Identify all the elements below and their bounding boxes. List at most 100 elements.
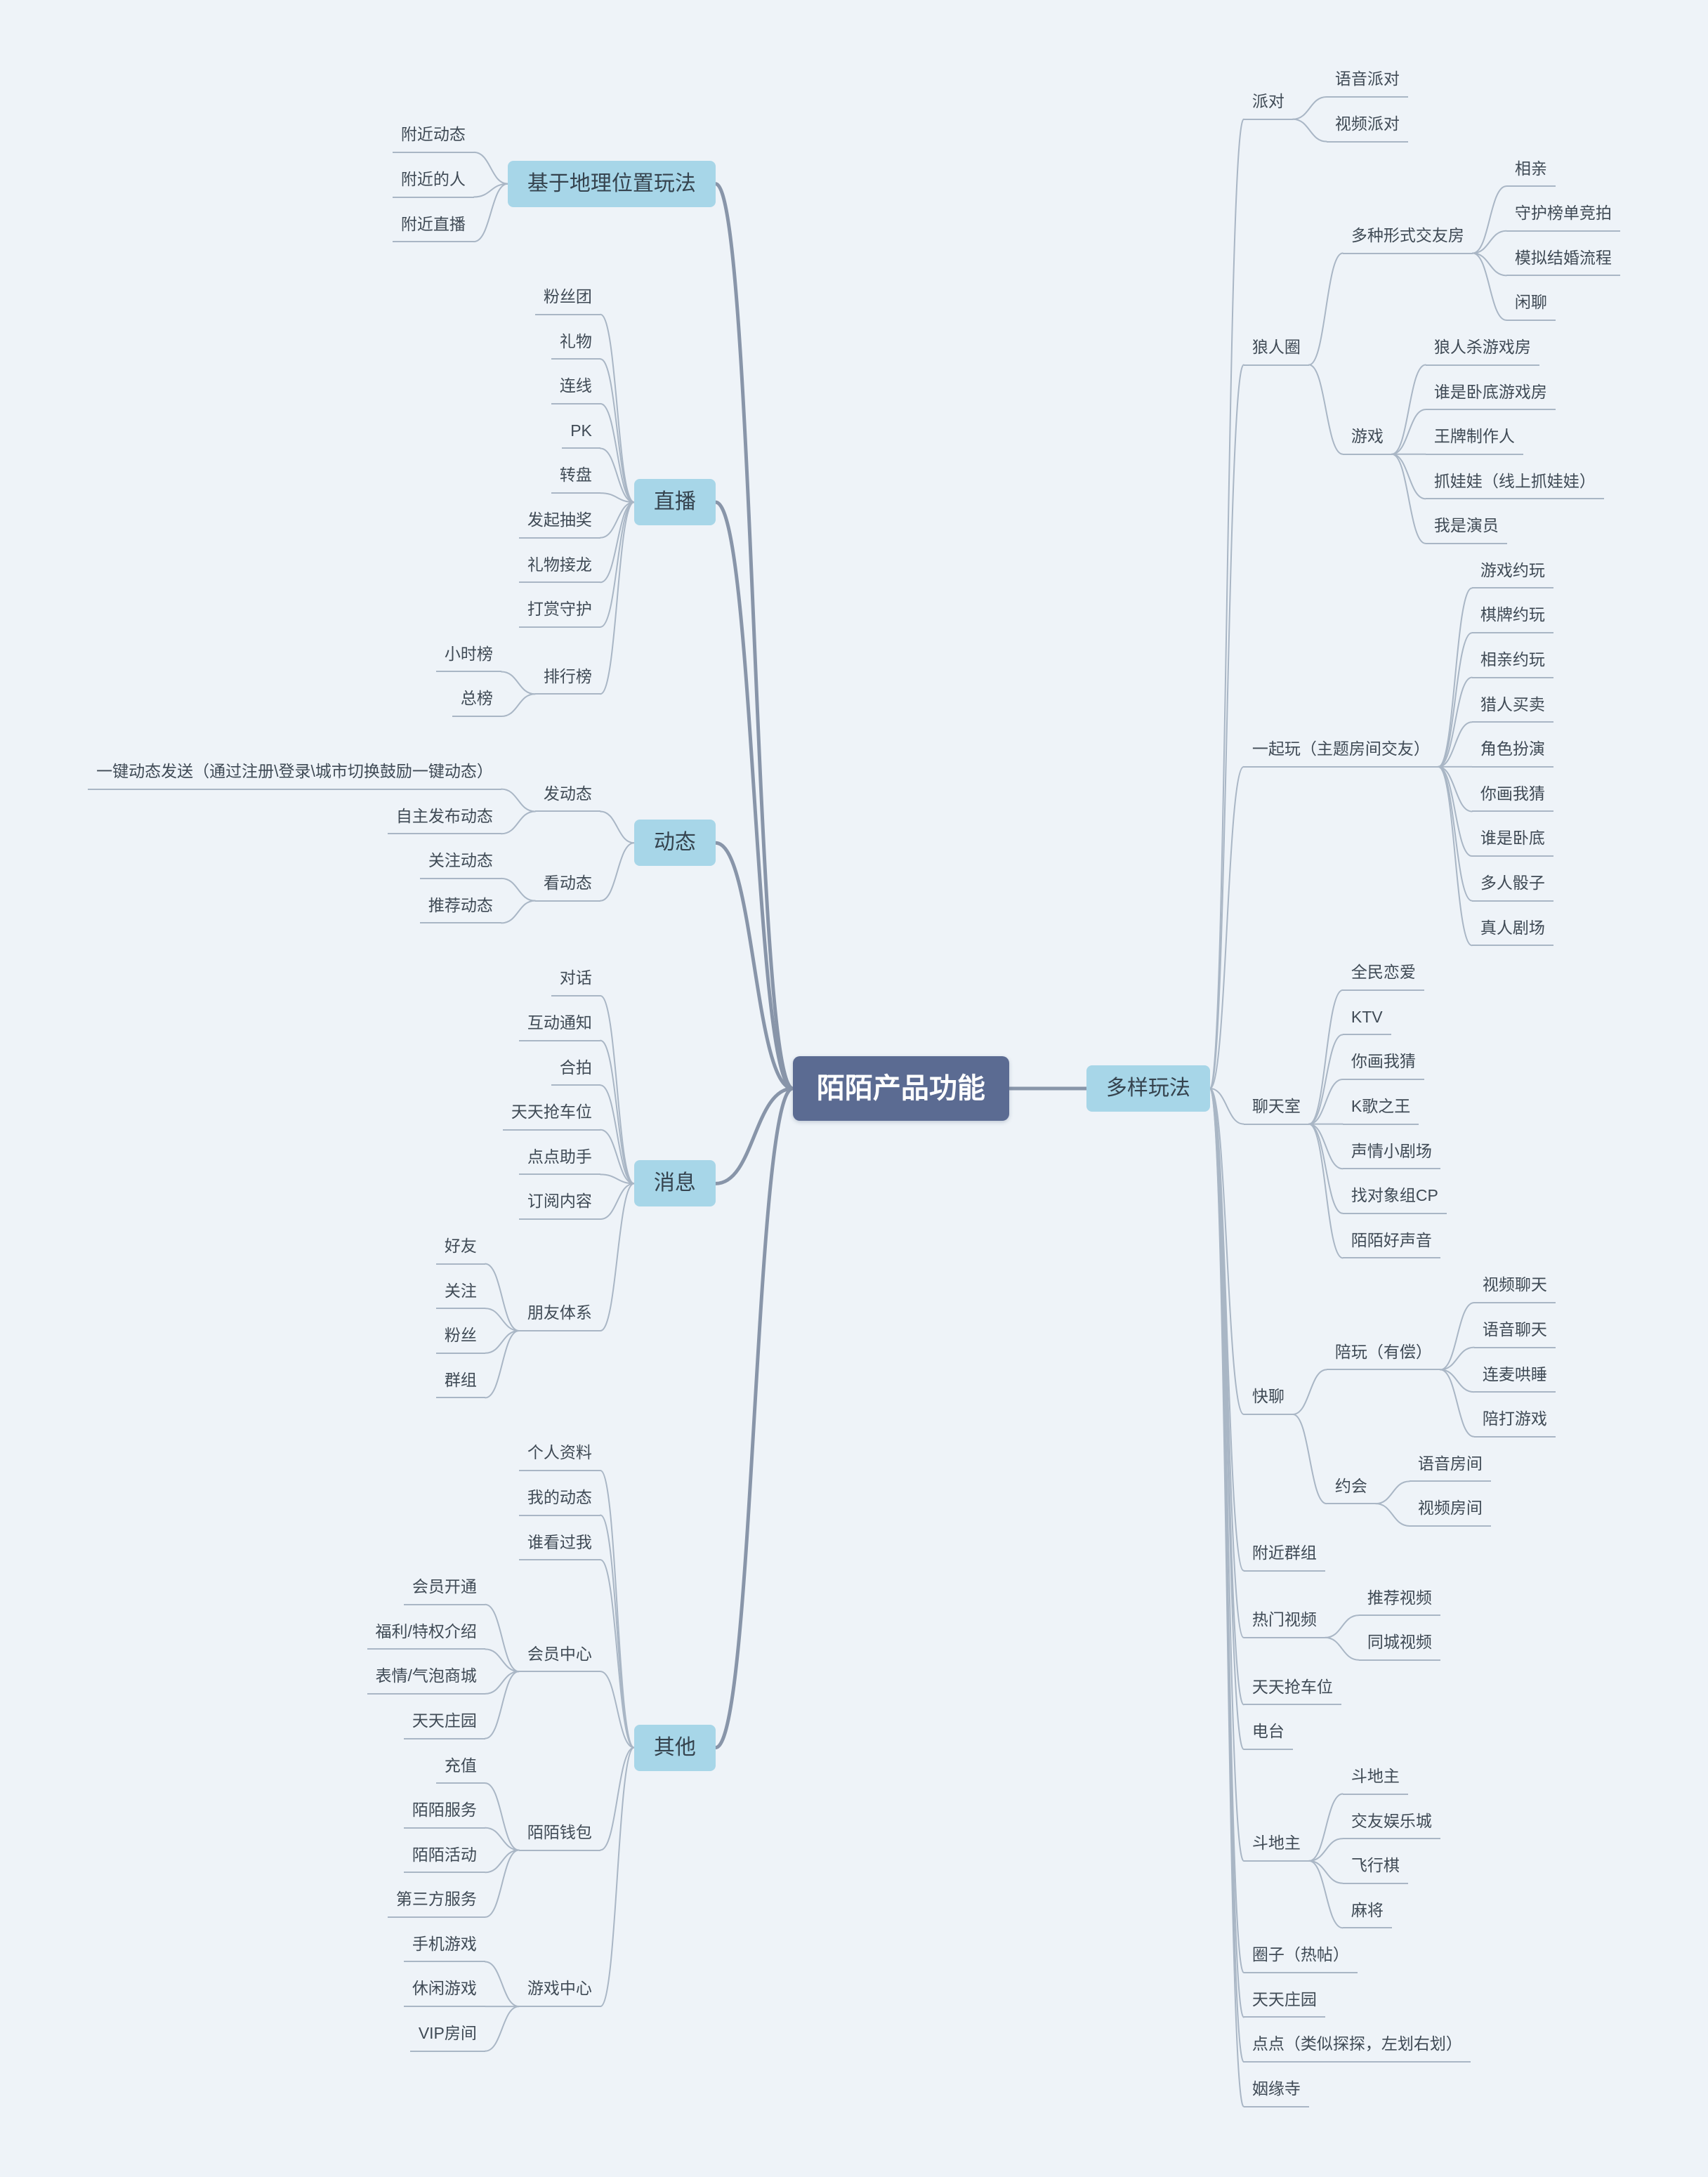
- subtopic[interactable]: 粉丝: [435, 1326, 485, 1354]
- subtopic[interactable]: 多人骰子: [1471, 874, 1553, 902]
- subtopic[interactable]: 附近直播: [392, 215, 474, 243]
- subtopic[interactable]: 相亲: [1506, 159, 1556, 188]
- subtopic[interactable]: 斗地主: [1342, 1767, 1408, 1795]
- subtopic[interactable]: 全民恋爱: [1342, 963, 1424, 991]
- subtopic[interactable]: 看动态: [534, 874, 600, 902]
- subtopic[interactable]: 同城视频: [1358, 1633, 1440, 1661]
- subtopic[interactable]: 视频聊天: [1473, 1275, 1556, 1303]
- subtopic[interactable]: 多种形式交友房: [1342, 226, 1473, 254]
- branch-topic[interactable]: 基于地理位置玩法: [507, 160, 716, 207]
- subtopic[interactable]: 约会: [1326, 1477, 1376, 1505]
- subtopic[interactable]: 声情小剧场: [1342, 1142, 1440, 1170]
- subtopic[interactable]: 总榜: [452, 689, 501, 718]
- subtopic[interactable]: 视频房间: [1409, 1499, 1491, 1527]
- subtopic[interactable]: 交友娱乐城: [1342, 1812, 1440, 1840]
- subtopic[interactable]: 语音房间: [1409, 1454, 1491, 1482]
- subtopic[interactable]: 棋牌约玩: [1471, 605, 1553, 634]
- subtopic[interactable]: 第三方服务: [387, 1890, 485, 1918]
- subtopic[interactable]: 充值: [435, 1756, 485, 1784]
- subtopic[interactable]: KTV: [1342, 1008, 1391, 1036]
- subtopic[interactable]: 福利/特权介绍: [367, 1622, 485, 1650]
- subtopic[interactable]: 飞行棋: [1342, 1856, 1408, 1884]
- subtopic[interactable]: 对话: [551, 968, 600, 997]
- subtopic[interactable]: 自主发布动态: [387, 807, 501, 835]
- subtopic[interactable]: 发动态: [534, 784, 600, 813]
- subtopic[interactable]: PK: [562, 421, 600, 449]
- subtopic[interactable]: 点点助手: [518, 1147, 600, 1176]
- subtopic[interactable]: 游戏: [1342, 427, 1392, 455]
- central-topic[interactable]: 陌陌产品功能: [792, 1056, 1009, 1121]
- subtopic[interactable]: 转盘: [551, 466, 600, 494]
- subtopic[interactable]: 王牌制作人: [1425, 427, 1523, 455]
- subtopic[interactable]: 表情/气泡商城: [367, 1666, 485, 1695]
- branch-topic[interactable]: 其他: [633, 1724, 716, 1771]
- subtopic[interactable]: 陌陌服务: [403, 1801, 485, 1829]
- subtopic[interactable]: 模拟结婚流程: [1506, 249, 1620, 277]
- subtopic[interactable]: 快聊: [1243, 1387, 1293, 1415]
- subtopic[interactable]: 连麦哄睡: [1473, 1365, 1556, 1393]
- subtopic[interactable]: K歌之王: [1342, 1097, 1419, 1125]
- subtopic[interactable]: 聊天室: [1243, 1097, 1309, 1125]
- subtopic[interactable]: 真人剧场: [1471, 919, 1553, 947]
- subtopic[interactable]: VIP房间: [409, 2024, 485, 2052]
- subtopic[interactable]: 点点（类似探探，左划右划）: [1243, 2034, 1471, 2063]
- subtopic[interactable]: 陌陌活动: [403, 1846, 485, 1874]
- subtopic[interactable]: 狼人圈: [1243, 338, 1309, 366]
- subtopic[interactable]: 个人资料: [518, 1443, 600, 1471]
- subtopic[interactable]: 发起抽奖: [518, 511, 600, 539]
- subtopic[interactable]: 打赏守护: [518, 600, 600, 628]
- subtopic[interactable]: 订阅内容: [518, 1192, 600, 1220]
- subtopic[interactable]: 陪打游戏: [1473, 1409, 1556, 1438]
- subtopic[interactable]: 斗地主: [1243, 1834, 1309, 1862]
- subtopic[interactable]: 闲聊: [1506, 293, 1556, 321]
- subtopic[interactable]: 会员中心: [518, 1645, 600, 1673]
- subtopic[interactable]: 视频派对: [1326, 114, 1408, 143]
- subtopic[interactable]: 互动通知: [518, 1013, 600, 1041]
- subtopic[interactable]: 附近动态: [392, 125, 474, 153]
- subtopic[interactable]: 谁看过我: [518, 1533, 600, 1561]
- subtopic[interactable]: 我是演员: [1425, 516, 1507, 544]
- subtopic[interactable]: 抓娃娃（线上抓娃娃）: [1425, 472, 1604, 500]
- subtopic[interactable]: 朋友体系: [518, 1303, 600, 1331]
- subtopic[interactable]: 谁是卧底游戏房: [1425, 383, 1556, 411]
- subtopic[interactable]: 附近群组: [1243, 1544, 1325, 1572]
- subtopic[interactable]: 电台: [1243, 1722, 1293, 1750]
- subtopic[interactable]: 一键动态发送（通过注册\登录\城市切换鼓励一键动态）: [88, 762, 501, 790]
- subtopic[interactable]: 你画我猜: [1342, 1052, 1424, 1080]
- subtopic[interactable]: 找对象组CP: [1342, 1186, 1447, 1214]
- subtopic[interactable]: 排行榜: [534, 667, 600, 695]
- subtopic[interactable]: 连线: [551, 376, 600, 405]
- subtopic[interactable]: 群组: [435, 1371, 485, 1399]
- subtopic[interactable]: 休闲游戏: [403, 1979, 485, 2008]
- subtopic[interactable]: 守护榜单竞拍: [1506, 204, 1620, 232]
- subtopic[interactable]: 热门视频: [1243, 1610, 1325, 1638]
- subtopic[interactable]: 礼物: [551, 332, 600, 360]
- subtopic[interactable]: 礼物接龙: [518, 555, 600, 584]
- branch-topic[interactable]: 动态: [633, 820, 716, 867]
- subtopic[interactable]: 推荐视频: [1358, 1589, 1440, 1617]
- subtopic[interactable]: 粉丝团: [534, 287, 600, 315]
- subtopic[interactable]: 游戏约玩: [1471, 561, 1553, 589]
- subtopic[interactable]: 附近的人: [392, 170, 474, 198]
- subtopic[interactable]: 语音派对: [1326, 70, 1408, 98]
- subtopic[interactable]: 关注动态: [419, 851, 501, 879]
- subtopic[interactable]: 相亲约玩: [1471, 650, 1553, 678]
- subtopic[interactable]: 谁是卧底: [1471, 829, 1553, 857]
- subtopic[interactable]: 圈子（热帖）: [1243, 1945, 1358, 1973]
- subtopic[interactable]: 游戏中心: [518, 1979, 600, 2008]
- subtopic[interactable]: 天天庄园: [403, 1711, 485, 1739]
- subtopic[interactable]: 推荐动态: [419, 896, 501, 924]
- subtopic[interactable]: 合拍: [551, 1058, 600, 1086]
- subtopic[interactable]: 小时榜: [435, 645, 501, 673]
- subtopic[interactable]: 天天庄园: [1243, 1990, 1325, 2018]
- branch-topic[interactable]: 直播: [633, 479, 716, 526]
- subtopic[interactable]: 关注: [435, 1282, 485, 1310]
- subtopic[interactable]: 你画我猜: [1471, 784, 1553, 813]
- subtopic[interactable]: 一起玩（主题房间交友）: [1243, 739, 1438, 768]
- subtopic[interactable]: 狼人杀游戏房: [1425, 338, 1539, 366]
- subtopic[interactable]: 好友: [435, 1237, 485, 1265]
- subtopic[interactable]: 手机游戏: [403, 1935, 485, 1963]
- subtopic[interactable]: 姻缘寺: [1243, 2079, 1309, 2107]
- subtopic[interactable]: 陪玩（有偿）: [1326, 1343, 1440, 1371]
- subtopic[interactable]: 猎人买卖: [1471, 695, 1553, 723]
